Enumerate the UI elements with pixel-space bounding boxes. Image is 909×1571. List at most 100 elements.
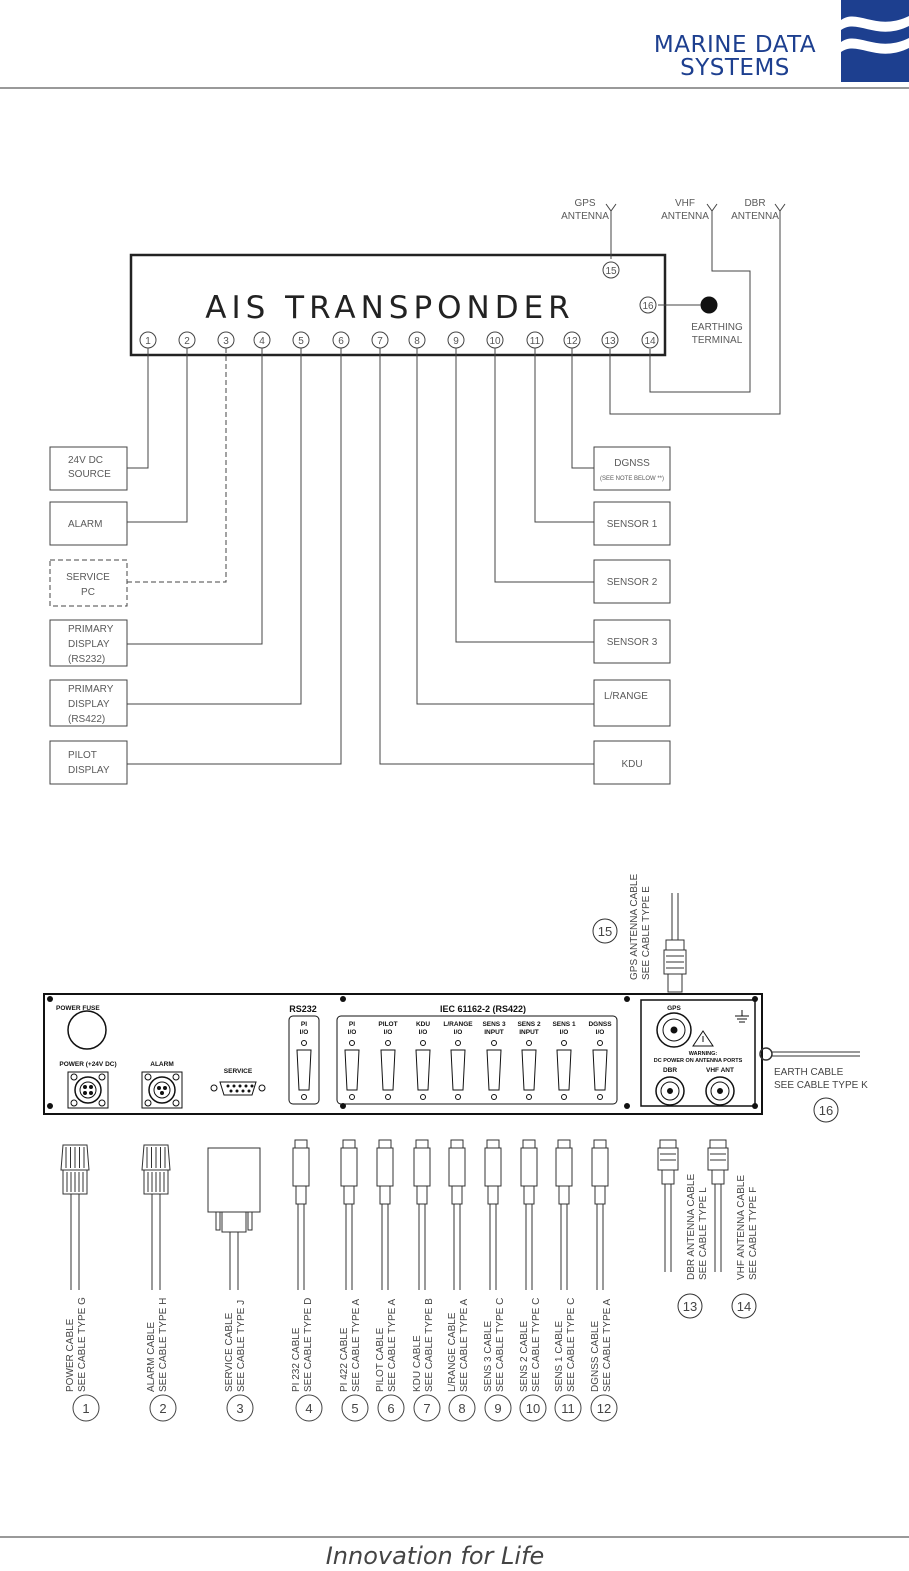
earthing-label-1: EARTHING	[691, 322, 743, 333]
cable-label: SEE CABLE TYPE F	[748, 1187, 759, 1280]
cable-label: SEE CABLE TYPE C	[566, 1298, 577, 1392]
cable-label: SERVICE CABLE	[224, 1312, 235, 1392]
cable-connector-icon	[520, 1139, 538, 1290]
dbr-antenna-label-1: DBR	[744, 198, 765, 209]
box-alarm	[49, 501, 128, 546]
vhf-port-icon	[705, 1076, 735, 1106]
callout-num: 8	[458, 1401, 465, 1416]
cable-label: KDU CABLE	[412, 1335, 423, 1392]
box-primary-display-rs422	[49, 679, 128, 727]
cable-label: SENS 2 CABLE	[519, 1321, 530, 1392]
port-label: KDU	[416, 1021, 430, 1028]
callout-circle	[341, 1394, 369, 1422]
port-num: 13	[604, 336, 616, 347]
box-label: PRIMARY	[68, 684, 114, 695]
callout-num: 7	[423, 1401, 430, 1416]
cable-label: SEE CABLE TYPE E	[641, 886, 652, 980]
cable-label: SEE CABLE TYPE A	[387, 1298, 398, 1392]
cable-label: SEE CABLE TYPE G	[77, 1297, 88, 1392]
port-num: 12	[566, 336, 578, 347]
port-label: I/O	[384, 1029, 393, 1036]
alarm-connector-icon	[141, 1071, 183, 1109]
cable-label: DGNSS CABLE	[590, 1321, 601, 1392]
port-num: 16	[642, 301, 654, 312]
cable-connector-icon	[207, 1147, 261, 1290]
port-label: INPUT	[519, 1029, 539, 1036]
cable-label: SENS 1 CABLE	[554, 1321, 565, 1392]
port-label: I/O	[300, 1029, 309, 1036]
port-label: INPUT	[484, 1029, 504, 1036]
callout-15	[592, 918, 618, 944]
earth-symbol-icon	[735, 1010, 749, 1023]
port-label: I/O	[596, 1029, 605, 1036]
port-label: PILOT	[378, 1021, 397, 1028]
logo-line-1: MARINE DATA	[654, 32, 816, 58]
vhf-antenna-label-2: ANTENNA	[661, 211, 709, 222]
gps-antenna-cable	[592, 893, 687, 993]
box-sensor-1	[593, 501, 671, 546]
earthing-terminal-icon	[700, 296, 718, 314]
callout-num: 16	[819, 1103, 833, 1118]
power-label: POWER (+24V DC)	[59, 1061, 116, 1068]
box-label: KDU	[621, 759, 642, 770]
callout-circle	[72, 1394, 100, 1422]
box-pilot-display	[49, 740, 128, 785]
box-sensor-2	[593, 559, 671, 604]
cable-label: GPS ANTENNA CABLE	[629, 874, 640, 980]
callout-circle	[519, 1394, 547, 1422]
antenna-block-frame	[640, 999, 756, 1107]
iec-group-frame	[336, 1015, 618, 1105]
box-label: L/RANGE	[604, 691, 648, 702]
rs232-group-frame	[288, 1015, 320, 1105]
callout-circle	[413, 1394, 441, 1422]
callout-num: 6	[387, 1401, 394, 1416]
box-label: (RS422)	[68, 714, 105, 725]
cable-connector-icon	[555, 1139, 573, 1290]
box-label: DGNSS	[614, 458, 650, 469]
port-label: I/O	[454, 1029, 463, 1036]
port-num: 6	[338, 336, 344, 347]
callout-num: 13	[683, 1299, 697, 1314]
port-num: 2	[184, 336, 190, 347]
callout-circle	[226, 1394, 254, 1422]
port-label: PI	[349, 1021, 355, 1028]
cable-connector-icon	[448, 1139, 466, 1290]
port-label: PI	[301, 1021, 307, 1028]
port-num: 3	[223, 336, 229, 347]
dbr-antenna-cable	[657, 1139, 703, 1319]
cable-label: SEE CABLE TYPE L	[698, 1187, 709, 1280]
callout-14	[731, 1293, 757, 1319]
box-label: PILOT	[68, 750, 97, 761]
port-num: 1	[145, 336, 151, 347]
cable-label: POWER CABLE	[65, 1318, 76, 1392]
gps-antenna-label-2: ANTENNA	[561, 211, 609, 222]
cable-label: DBR ANTENNA CABLE	[686, 1174, 697, 1280]
cable-connector-icon	[591, 1139, 609, 1290]
power-connector-icon	[67, 1071, 109, 1109]
box-l-range-comms	[593, 679, 671, 727]
db9-connector-icon	[380, 1040, 396, 1100]
cable-connector-icon	[376, 1139, 394, 1290]
cable-label: SEE CABLE TYPE A	[602, 1298, 613, 1392]
callout-circle	[448, 1394, 476, 1422]
box-label: PRIMARY	[68, 624, 114, 635]
callout-circle	[295, 1394, 323, 1422]
rs232-label: RS232	[289, 1004, 317, 1014]
port-label: I/O	[348, 1029, 357, 1036]
alarm-label: ALARM	[150, 1061, 173, 1068]
vhf-antenna-label-1: VHF	[675, 198, 695, 209]
callout-num: 10	[526, 1401, 540, 1416]
warning-text-1: WARNING:	[689, 1051, 718, 1057]
callout-circle	[484, 1394, 512, 1422]
service-connector-icon	[210, 1081, 266, 1096]
box-label: SERVICE	[66, 572, 110, 583]
cable-label: SEE CABLE TYPE A	[459, 1298, 470, 1392]
